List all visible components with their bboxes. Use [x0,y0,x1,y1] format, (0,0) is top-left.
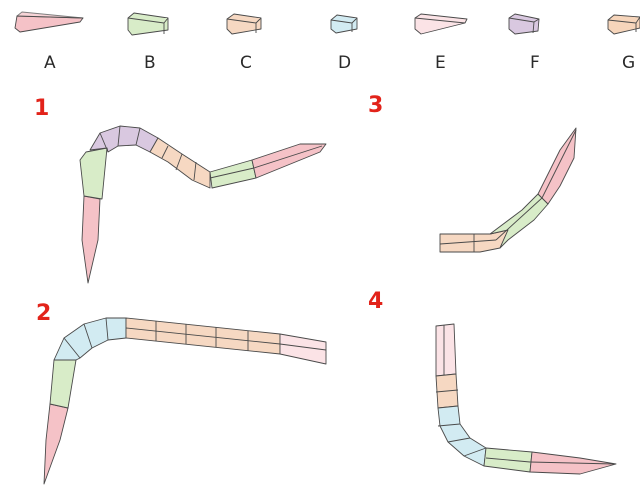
assembly-number-4: 4 [368,289,383,314]
legend-item-g: G [608,15,640,73]
legend-label-c: C [240,53,252,73]
legend-label-a: A [44,53,56,73]
assembly-number-3: 3 [368,93,383,118]
assembly-1-piece-a-left [82,196,100,283]
legend-label-g: G [622,53,635,73]
assembly-4-piece-d [438,406,486,466]
assembly-1-piece-c [150,138,210,188]
legend-item-c: C [227,14,261,73]
legend-label-b: B [144,53,156,73]
piece-f-icon [509,14,539,34]
assembly-3: 3 [368,93,576,252]
assembly-2: 2 [36,301,326,484]
legend-item-a: A [15,12,83,73]
legend-label-f: F [530,53,540,73]
assembly-3-piece-a [538,128,576,204]
piece-a-icon [15,12,83,32]
assembly-4: 4 [368,289,616,474]
assembly-1-piece-f [90,126,158,152]
legend-item-e: E [415,14,467,73]
legend-item-d: D [331,15,357,73]
piece-e-icon [415,14,467,34]
assembly-2-piece-a [44,404,68,484]
assembly-1-piece-a-right [252,144,326,178]
legend-item-f: F [509,14,540,73]
legend-item-b: B [128,13,168,73]
assembly-number-1: 1 [34,96,49,121]
assembly-1-piece-b-right [210,160,256,188]
assembly-1: 1 [34,96,326,283]
legend: A B C D [15,12,640,73]
piece-g-icon [608,15,640,34]
piece-b-icon [128,13,168,35]
piece-c-icon [227,14,261,34]
assembly-4-piece-e [436,324,456,376]
legend-label-d: D [338,53,351,73]
assembly-number-2: 2 [36,301,51,326]
assembly-1-piece-b-left [80,148,107,199]
piece-d-icon [331,15,357,33]
legend-label-e: E [435,53,446,73]
assembly-2-piece-b [50,360,76,408]
